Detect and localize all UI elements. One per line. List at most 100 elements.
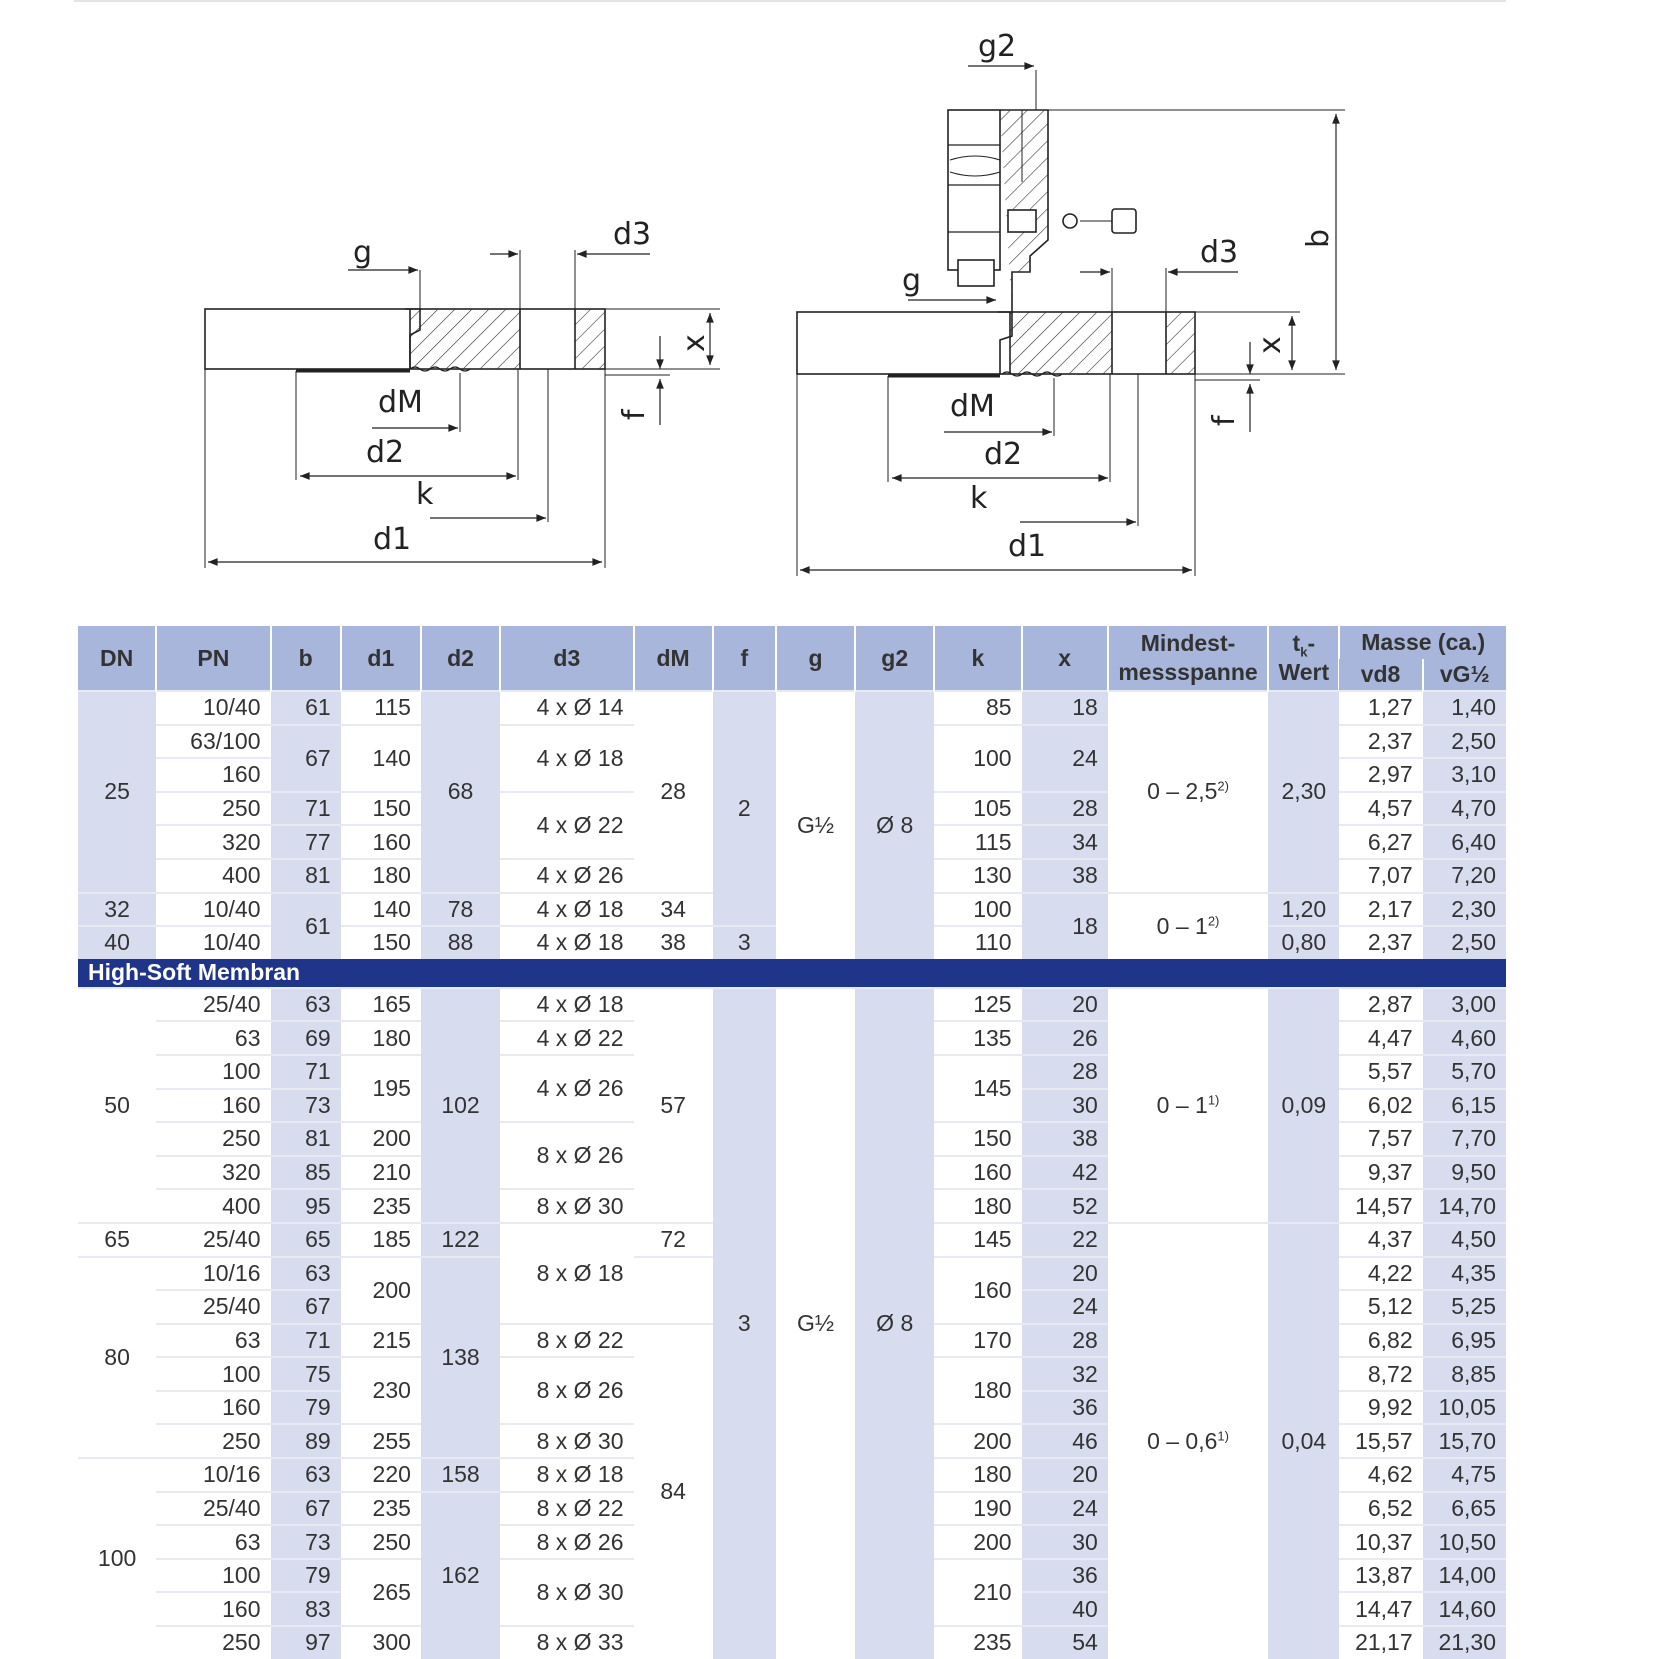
cell-d3: 8 x Ø 30 [500, 1188, 634, 1223]
cell-d3: 8 x Ø 22 [500, 1322, 634, 1358]
cell-d1: 180 [340, 1020, 421, 1055]
cell-x: 18 [1021, 690, 1108, 725]
cell-pn: 320 [156, 1154, 271, 1190]
cell-f: 3 [712, 986, 776, 1659]
cell-pn: 100 [156, 1557, 271, 1593]
cell-g: G½ [775, 690, 856, 959]
table-row: 63/100 67 140 4 x Ø 18 100 24 2,37 2,50 [78, 723, 1506, 792]
cell-tk: 0,80 [1268, 925, 1340, 959]
cell-vg: 10,50 [1422, 1524, 1506, 1559]
cell-d3: 8 x Ø 26 [500, 1524, 634, 1559]
table-row: 160 79 36 9,92 10,05 [78, 1389, 1506, 1425]
cell-d1: 235 [340, 1188, 421, 1223]
table-row: 40 10/40 150 88 4 x Ø 18 38 3 110 0,80 2… [78, 925, 1506, 959]
cell-pn: 10/40 [156, 690, 271, 725]
cell-vg: 6,40 [1422, 824, 1506, 859]
cell-k: 180 [934, 1188, 1022, 1223]
footnote-mark: 2) [1217, 778, 1229, 794]
label-left-dm: dM [378, 385, 423, 420]
cell-pn: 400 [156, 857, 271, 893]
cell-b: 67 [270, 723, 341, 792]
table-row: 25 10/40 61 115 68 4 x Ø 14 28 2 G½ Ø 8 … [78, 689, 1506, 959]
cell-d2: 68 [420, 690, 501, 893]
cell-d1: 185 [340, 1221, 421, 1257]
cell-pn: 100 [156, 1356, 271, 1391]
tk-dash: - [1307, 630, 1316, 656]
cell-x: 46 [1021, 1423, 1108, 1459]
cell-d3: 4 x Ø 18 [500, 723, 634, 792]
table-row: 160 83 40 14,47 14,60 [78, 1591, 1506, 1627]
cell-pn: 10/16 [156, 1255, 271, 1291]
cell-d1: 180 [340, 857, 421, 893]
col-k: k [933, 626, 1022, 691]
cell-vg: 7,20 [1422, 857, 1506, 893]
cell-d2: 138 [420, 1255, 501, 1459]
cell-b: 61 [270, 690, 341, 725]
label-left-d2: d2 [366, 435, 404, 470]
cell-f: 3 [712, 925, 776, 959]
cell-vd8: 14,57 [1339, 1188, 1423, 1223]
cell-x: 28 [1021, 1322, 1108, 1358]
cell-vg: 14,60 [1422, 1591, 1506, 1627]
cell-x: 38 [1021, 857, 1108, 893]
col-d1: d1 [339, 626, 421, 691]
table-row: 25/40 67 235 162 8 x Ø 22 190 24 6,52 6,… [78, 1490, 1506, 1659]
cell-k: 135 [934, 1020, 1022, 1055]
cell-dm: 38 [633, 925, 713, 959]
cell-b: 69 [270, 1020, 341, 1055]
cell-d1: 200 [340, 1255, 421, 1324]
cell-pn: 10/40 [156, 925, 271, 959]
cell-k: 130 [934, 857, 1022, 893]
cell-vg: 6,95 [1422, 1322, 1506, 1358]
cell-b: 79 [270, 1389, 341, 1425]
label-right-d1: d1 [1008, 529, 1046, 564]
label-right-f: f [1207, 414, 1242, 426]
mindest-value: 0 – 1 [1156, 1091, 1208, 1118]
cell-mindest: 0 – 2,52) [1107, 690, 1269, 893]
table-row: 250 89 255 8 x Ø 30 200 46 15,57 15,70 [78, 1423, 1506, 1459]
cell-k: 180 [934, 1457, 1022, 1492]
cell-vd8: 5,12 [1339, 1289, 1423, 1324]
cell-d1: 300 [340, 1625, 421, 1659]
cell-x: 22 [1021, 1221, 1108, 1257]
cell-k: 85 [934, 690, 1022, 725]
col-f: f [711, 626, 776, 691]
cell-dn: 80 [78, 1255, 157, 1459]
cell-d3: 4 x Ø 26 [500, 1053, 634, 1123]
cell-pn: 160 [156, 1591, 271, 1627]
table-row: 25/40 67 24 5,12 5,25 [78, 1289, 1506, 1324]
cell-vd8: 4,57 [1339, 790, 1423, 826]
cell-vd8: 21,17 [1339, 1625, 1423, 1659]
cell-b: 81 [270, 1121, 341, 1156]
cell-pn: 250 [156, 1121, 271, 1156]
cell-b: 63 [270, 1457, 341, 1492]
cell-vg: 4,35 [1422, 1255, 1506, 1291]
cell-vd8: 6,52 [1339, 1490, 1423, 1526]
table-row: 50 25/40 63 165 102 4 x Ø 18 57 3 G½ Ø 8… [78, 986, 1506, 1659]
cell-d1: 140 [340, 891, 421, 927]
cell-b: 81 [270, 857, 341, 893]
cell-d1: 150 [340, 790, 421, 826]
cell-b: 85 [270, 1154, 341, 1190]
table-row: 100 10/16 63 220 158 8 x Ø 18 180 20 4,6… [78, 1457, 1506, 1659]
cell-b: 75 [270, 1356, 341, 1391]
col-vd8: vd8 [1339, 658, 1423, 691]
cell-dn: 100 [78, 1457, 157, 1659]
cell-x: 38 [1021, 1121, 1108, 1156]
flange-drawing-left [204, 250, 720, 568]
cell-x: 20 [1021, 1457, 1108, 1492]
cell-vg: 15,70 [1422, 1423, 1506, 1459]
cell-b: 63 [270, 986, 341, 1022]
cell-d3: 8 x Ø 18 [500, 1221, 634, 1324]
cell-pn: 25/40 [156, 986, 271, 1022]
cell-x: 24 [1021, 1289, 1108, 1324]
cell-d3: 4 x Ø 22 [500, 790, 634, 859]
cell-vg: 5,70 [1422, 1053, 1506, 1089]
table-row: 320 77 160 115 34 6,27 6,40 [78, 824, 1506, 859]
cell-x: 30 [1021, 1524, 1108, 1559]
cell-d1: 115 [340, 690, 421, 725]
cell-d3: 4 x Ø 18 [500, 891, 634, 927]
cell-mindest: 0 – 11) [1107, 986, 1269, 1223]
cell-b: 73 [270, 1524, 341, 1559]
cell-d1: 250 [340, 1524, 421, 1559]
